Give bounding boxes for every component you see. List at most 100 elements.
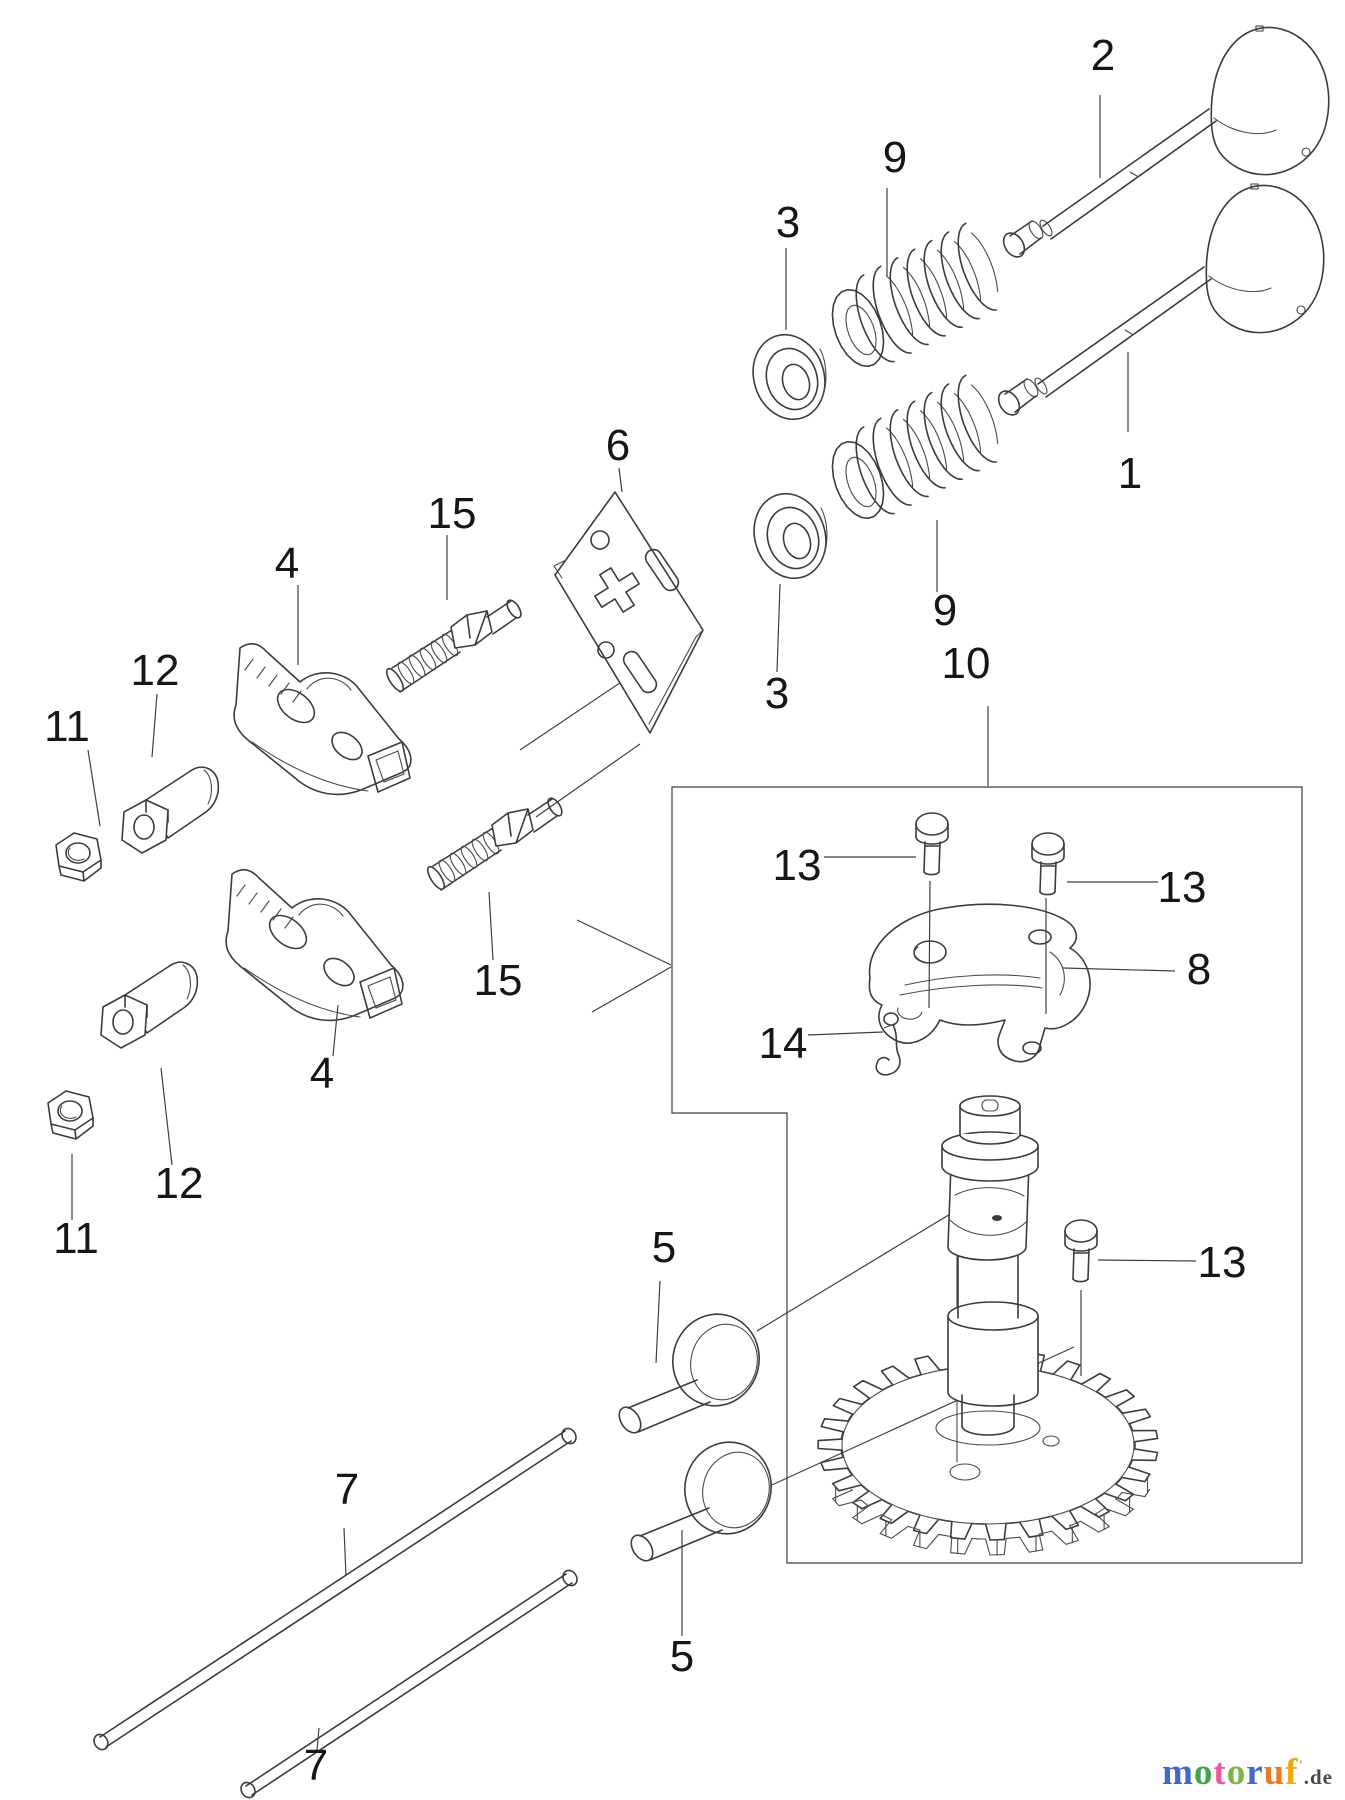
callout-leader-12 [151, 693, 158, 758]
lock-nut [55, 832, 102, 882]
callout-label-1: 1 [1118, 449, 1142, 498]
logo-letter: u [1263, 1752, 1286, 1793]
callout-label-13: 13 [773, 841, 822, 890]
spring-coil [906, 400, 946, 489]
rocker-pivot [100, 961, 199, 1049]
callout-label-13: 13 [1198, 1238, 1247, 1287]
spring-coil [902, 266, 931, 327]
spring-coil [970, 232, 999, 293]
spring-retainer [742, 483, 838, 589]
logo-trademark: ' [1298, 1758, 1304, 1774]
logo-suffix: .de [1303, 1765, 1333, 1789]
callout-leader-7 [343, 1527, 347, 1577]
camshaft-box [671, 786, 1303, 1564]
callout-label-15: 15 [474, 956, 523, 1005]
callout-label-7: 7 [335, 1465, 359, 1514]
rocker-arm [233, 642, 412, 796]
spring-coil [831, 288, 885, 368]
camshaft [941, 1095, 1039, 1481]
callout-label-9: 9 [933, 586, 957, 635]
push-rod [240, 1569, 578, 1799]
callout-label-12: 12 [131, 646, 180, 695]
valve-lifter [626, 1432, 782, 1566]
spring-coil [919, 258, 948, 318]
valve-guide-plate [553, 491, 704, 734]
spring-coil [831, 440, 885, 520]
callout-label-10: 10 [942, 639, 991, 688]
rocker-stud [382, 597, 525, 695]
governor-assembly [868, 903, 1091, 1063]
camshaft-bolt [1064, 1219, 1098, 1283]
callout-label-13: 13 [1158, 863, 1207, 912]
callout-leader-4 [332, 1004, 339, 1057]
callout-label-2: 2 [1091, 31, 1115, 80]
spring-coil [889, 409, 929, 498]
callout-label-4: 4 [310, 1049, 334, 1098]
logo-letter: o [1226, 1752, 1247, 1793]
callout-leader-15 [488, 891, 494, 961]
callout-leader-6 [618, 467, 623, 493]
valve-lifter [614, 1304, 770, 1438]
callout-label-3: 3 [776, 198, 800, 247]
logo-letter: m [1162, 1752, 1194, 1793]
spring-coil [889, 257, 929, 346]
governor-bolt [1031, 832, 1065, 896]
spring-coil [940, 383, 980, 472]
callout-label-4: 4 [275, 539, 299, 588]
motoruf-logo[interactable]: motoruf'.de [1162, 1751, 1333, 1794]
logo-letter: o [1193, 1752, 1214, 1793]
callout-leader-12 [160, 1067, 173, 1166]
callout-leader-14 [807, 1031, 884, 1036]
push-rod [93, 1427, 577, 1751]
spring-coil [940, 231, 980, 320]
spring-coil [957, 222, 997, 311]
callout-label-5: 5 [670, 1632, 694, 1681]
rocker-arm [225, 868, 404, 1022]
lock-nut [47, 1090, 94, 1140]
spring-retainer [741, 324, 837, 430]
spring-coil [953, 240, 982, 301]
logo-letter: t [1213, 1752, 1227, 1793]
callout-leader-13 [1097, 1259, 1197, 1262]
callout-label-14: 14 [759, 1019, 808, 1068]
spring-coil [923, 391, 963, 480]
valve-spring [831, 374, 999, 520]
spring-coil [936, 249, 965, 310]
bolt-leader-lines [928, 880, 1082, 1376]
intake-valve [993, 183, 1325, 420]
rocker-stud [423, 795, 566, 893]
callout-label-12: 12 [155, 1159, 204, 1208]
spring-coil [855, 426, 895, 515]
spring-coil [845, 304, 877, 356]
callout-leader-5 [655, 1280, 661, 1364]
spring-coil [902, 418, 931, 479]
callout-label-7: 7 [304, 1741, 328, 1790]
callout-leader-11 [87, 749, 101, 827]
spring-coil [872, 417, 912, 506]
callout-label-15: 15 [428, 489, 477, 538]
spring-coil [906, 248, 946, 337]
spring-coil [855, 274, 895, 363]
callout-label-8: 8 [1187, 945, 1211, 994]
spring-coil [885, 427, 914, 488]
callout-label-11: 11 [44, 702, 90, 751]
callout-leader-7 [316, 1727, 320, 1751]
spring-coil [936, 401, 965, 462]
callout-leader-3 [776, 583, 781, 673]
governor-bolt [915, 812, 949, 876]
spring-coil [885, 275, 914, 336]
spring-coil [957, 374, 997, 463]
spring-coil [919, 410, 948, 470]
governor-pin [875, 1012, 901, 1076]
logo-letter: r [1246, 1752, 1264, 1793]
logo-letter: f [1285, 1752, 1299, 1793]
spring-coil [970, 384, 999, 445]
callout-label-11: 11 [53, 1214, 99, 1263]
spring-coil [845, 456, 877, 508]
callout-label-3: 3 [765, 669, 789, 718]
callout-label-5: 5 [652, 1223, 676, 1272]
callout-leader-8 [1062, 967, 1176, 972]
spring-coil [953, 392, 982, 453]
callout-label-6: 6 [606, 421, 630, 470]
spring-coil [872, 265, 912, 354]
